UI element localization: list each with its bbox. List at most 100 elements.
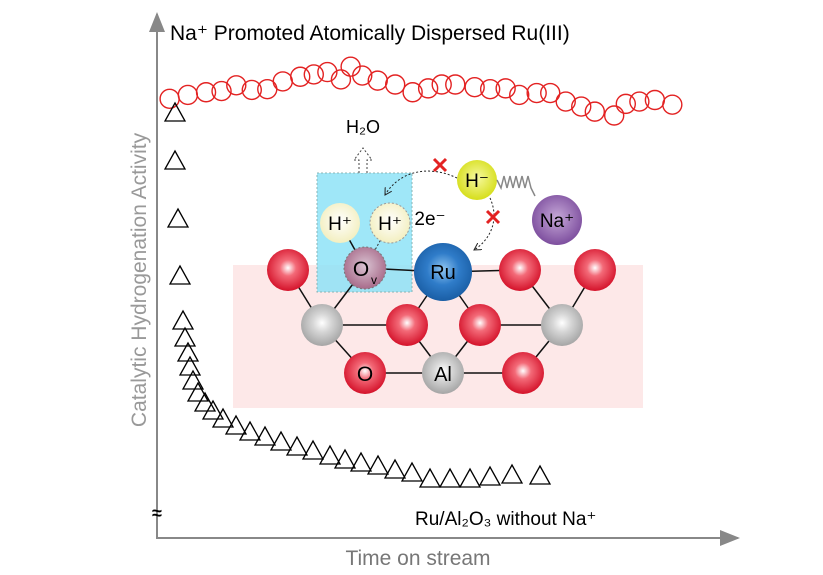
- electrons-label: 2e⁻: [414, 209, 445, 230]
- lower-series-point: [163, 101, 187, 122]
- lower-series-point: [478, 465, 502, 486]
- upper-series-point: [603, 105, 625, 126]
- upper-series-point: [303, 64, 324, 85]
- upper-series-point: [540, 82, 561, 104]
- upper-series-point: [417, 78, 439, 99]
- oxygen-atom: [386, 304, 428, 346]
- lower-series-point: [366, 454, 390, 475]
- x-axis-label: Time on stream: [345, 547, 490, 570]
- lower-series-point: [166, 207, 190, 228]
- lower-series-point: [400, 461, 424, 482]
- aluminum-label: Al: [434, 364, 452, 386]
- upper-series-point: [402, 82, 423, 103]
- upper-series-point: [330, 69, 352, 90]
- vacancy-subscript: v: [371, 273, 377, 287]
- atoms: [267, 160, 616, 394]
- lower-series-markers: [163, 101, 552, 488]
- lower-series-point: [238, 420, 262, 441]
- lower-series-point: [318, 444, 342, 465]
- blocked-x-icon: [485, 209, 501, 225]
- axis-break-symbol: ≈: [152, 503, 162, 523]
- aluminum-atom: [301, 304, 343, 346]
- sodium-ion: [532, 195, 582, 245]
- upper-series-point: [495, 78, 516, 99]
- lower-series-point: [193, 391, 217, 412]
- ruthenium-label: Ru: [430, 262, 456, 284]
- lower-series-point: [285, 435, 309, 456]
- lower-series-label: Ru/Al₂O₃ without Na⁺: [415, 509, 596, 530]
- oxygen-atom: [459, 304, 501, 346]
- spring-interaction: [496, 175, 536, 197]
- aluminum-atom: [541, 304, 583, 346]
- lower-series-point: [224, 414, 248, 435]
- upper-series-point: [662, 94, 683, 115]
- upper-series-point: [226, 75, 247, 96]
- lower-series-point: [383, 458, 407, 479]
- lower-series-point: [168, 264, 192, 285]
- ruthenium-atom: [414, 243, 472, 301]
- upper-series-point: [352, 65, 373, 86]
- electron-transfer-arrow-to-proton: [385, 170, 458, 195]
- lower-series-point: [438, 467, 462, 488]
- upper-series-point: [177, 84, 199, 106]
- lower-series-point: [171, 309, 195, 330]
- proton-label: H⁺: [378, 214, 402, 235]
- hydride: [457, 160, 497, 200]
- oxygen-label: O: [357, 363, 373, 386]
- proton-label: H⁺: [328, 214, 352, 235]
- proton: [369, 202, 411, 244]
- lower-series-point: [269, 430, 293, 451]
- chart-title: Na⁺ Promoted Atomically Dispersed Ru(III…: [170, 22, 570, 45]
- upper-series-point: [431, 74, 452, 95]
- water-release-arrow: [353, 147, 373, 173]
- upper-series-point: [571, 96, 592, 117]
- upper-series-point: [317, 61, 338, 83]
- blocked-x-icon: [432, 157, 448, 173]
- upper-series-point: [211, 80, 232, 102]
- oxygen-atom: [267, 249, 309, 291]
- lower-series-point: [186, 381, 210, 402]
- oxygen-vacancy: [343, 246, 387, 290]
- oxygen-atom: [574, 249, 616, 291]
- lower-series-point: [528, 464, 552, 485]
- lower-series-point: [201, 399, 225, 420]
- lower-series-point: [181, 369, 205, 390]
- proton: [320, 203, 360, 243]
- vacancy-label: O: [353, 258, 369, 281]
- upper-series-point: [464, 77, 485, 98]
- lower-series-point: [301, 439, 325, 460]
- lower-series-point: [178, 355, 202, 376]
- upper-series-point: [272, 71, 293, 92]
- lower-series-point: [500, 463, 524, 484]
- upper-series-point: [340, 56, 361, 77]
- lower-series-point: [458, 467, 482, 488]
- lower-series-point: [173, 326, 197, 347]
- upper-series-point: [629, 91, 650, 112]
- upper-series-point: [241, 79, 262, 101]
- upper-series-point: [195, 82, 217, 103]
- lower-series-point: [418, 467, 442, 488]
- water-label: H₂O: [346, 117, 380, 137]
- upper-series-point: [526, 82, 547, 104]
- hydride-label: H⁻: [465, 171, 489, 192]
- upper-series-point: [584, 101, 606, 122]
- oxygen-atom-labeled: [344, 352, 386, 394]
- upper-series-point: [290, 66, 311, 87]
- lower-series-point: [253, 425, 277, 446]
- electron-transfer-arrow-to-ru: [474, 197, 495, 250]
- upper-series-point: [445, 74, 466, 95]
- aluminum-atom-labeled: [422, 352, 464, 394]
- upper-series-point: [615, 93, 637, 115]
- oxygen-atom: [499, 249, 541, 291]
- upper-series-markers: [159, 56, 683, 126]
- lower-series-point: [333, 448, 357, 469]
- upper-series-point: [384, 74, 406, 95]
- lower-series-point: [163, 149, 187, 170]
- lower-series-point: [349, 451, 373, 472]
- y-axis-label: Catalytic Hydrogenation Activity: [128, 132, 151, 427]
- upper-series-point: [509, 84, 530, 106]
- sodium-label: Na⁺: [540, 211, 574, 232]
- lower-series-point: [211, 407, 235, 428]
- upper-series-point: [479, 78, 501, 100]
